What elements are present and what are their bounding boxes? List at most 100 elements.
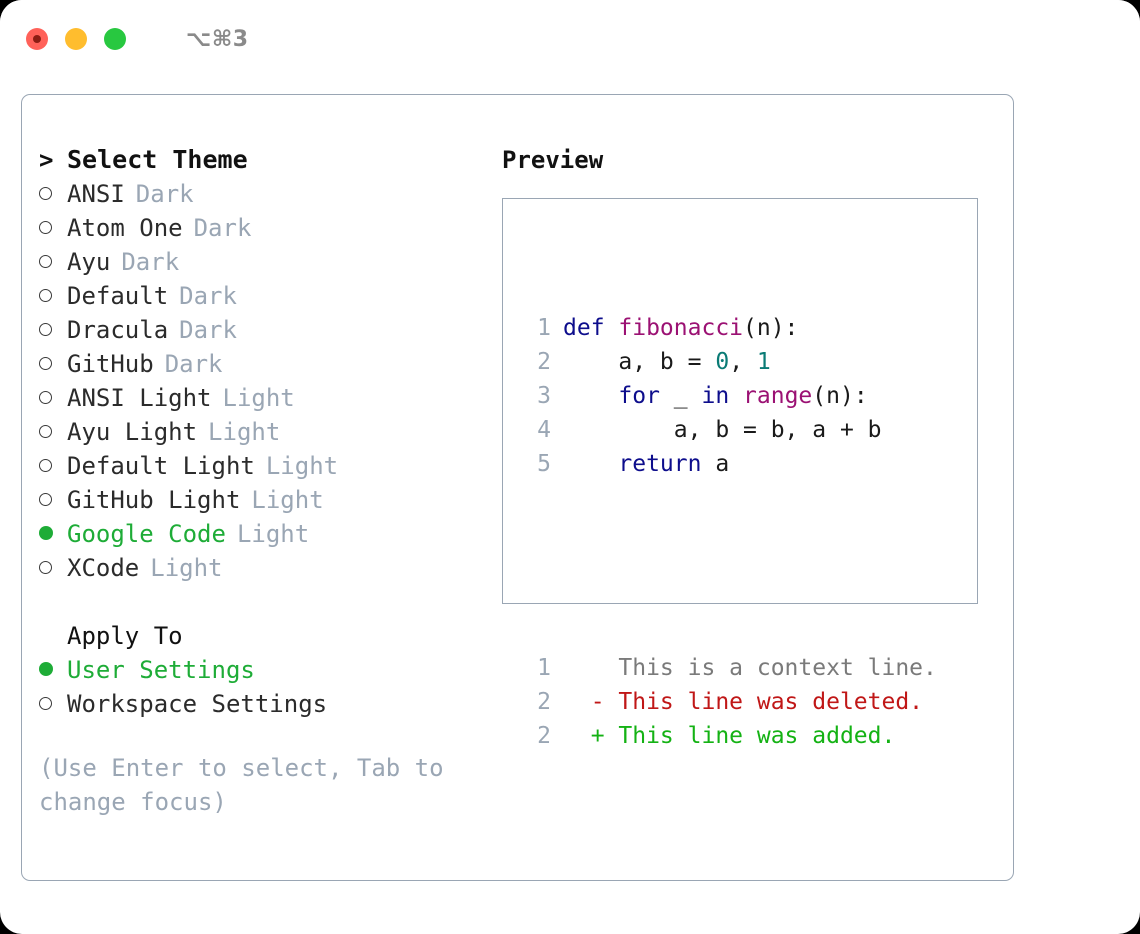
theme-name: Ayu xyxy=(67,248,111,276)
theme-option-github-light[interactable]: GitHub Light Light xyxy=(39,483,499,517)
code-text: a, b = 0, 1 xyxy=(563,345,771,379)
theme-name: Dracula xyxy=(67,316,169,344)
diff-line-ctx: 1 This is a context line. xyxy=(521,651,977,685)
close-button[interactable] xyxy=(26,28,48,50)
diff-text: This is a context line. xyxy=(563,655,937,681)
theme-name: ANSI xyxy=(67,180,125,208)
radio-unselected-icon xyxy=(39,391,67,404)
radio-unselected-icon xyxy=(39,561,67,574)
section-spacer xyxy=(39,585,499,619)
token-def: a, b = xyxy=(563,349,716,375)
apply-to-heading: Apply To xyxy=(39,619,499,653)
code-line: 2 a, b = 0, 1 xyxy=(521,345,977,379)
theme-name: Default xyxy=(67,282,169,310)
theme-name: GitHub Light xyxy=(67,486,241,514)
token-def xyxy=(729,383,743,409)
keyboard-hint-text: (Use Enter to select, Tab to change focu… xyxy=(39,754,444,816)
line-number: 4 xyxy=(537,417,551,443)
theme-option-default-light[interactable]: Default Light Light xyxy=(39,449,499,483)
token-kw: in xyxy=(701,383,730,409)
code-diff-spacer xyxy=(521,549,977,583)
theme-kind-badge: Dark xyxy=(121,248,180,276)
diff-text: + This line was added. xyxy=(563,723,896,749)
line-number: 1 xyxy=(537,315,551,341)
radio-unselected-icon xyxy=(39,289,67,302)
token-def: , xyxy=(729,349,757,375)
theme-name: Default Light xyxy=(67,452,255,480)
line-number: 2 xyxy=(537,723,551,749)
radio-unselected-icon xyxy=(39,187,67,200)
token-def: (n): xyxy=(743,315,799,341)
theme-name: XCode xyxy=(67,554,140,582)
diff-line-del: 2 - This line was deleted. xyxy=(521,685,977,719)
radio-dot xyxy=(39,526,53,540)
apply-to-option-workspace-settings[interactable]: Workspace Settings xyxy=(39,687,499,721)
caret-icon: > xyxy=(39,146,67,172)
radio-unselected-icon xyxy=(39,459,67,472)
theme-kind-badge: Dark xyxy=(193,214,252,242)
radio-dot xyxy=(39,493,52,506)
minimize-button[interactable] xyxy=(65,28,87,50)
theme-kind-badge: Dark xyxy=(179,316,237,344)
token-def: a, b = b, a + b xyxy=(563,417,882,443)
radio-dot xyxy=(39,357,52,370)
theme-kind-badge: Light xyxy=(150,554,223,582)
code-line: 3 for _ in range(n): xyxy=(521,379,977,413)
radio-unselected-icon xyxy=(39,493,67,506)
radio-unselected-icon xyxy=(39,697,67,710)
theme-option-atom-one[interactable]: Atom One Dark xyxy=(39,211,499,245)
line-number: 3 xyxy=(537,383,551,409)
token-fn: fibonacci xyxy=(618,315,744,341)
theme-kind-badge: Light xyxy=(251,486,324,514)
maximize-button[interactable] xyxy=(104,28,126,50)
theme-option-ansi[interactable]: ANSI Dark xyxy=(39,177,499,211)
token-kw: return xyxy=(563,451,702,477)
radio-dot xyxy=(39,391,52,404)
token-num: 1 xyxy=(756,349,771,375)
radio-dot xyxy=(39,697,52,710)
diff-text: - This line was deleted. xyxy=(563,689,924,715)
apply-to-option-label: User Settings xyxy=(67,656,255,684)
apply-to-option-label: Workspace Settings xyxy=(67,690,328,718)
code-line: 4 a, b = b, a + b xyxy=(521,413,977,447)
theme-name: Atom One xyxy=(67,214,183,242)
radio-selected-icon xyxy=(39,526,67,540)
theme-kind-badge: Light xyxy=(265,452,339,480)
theme-name: GitHub xyxy=(67,350,154,378)
token-def: a xyxy=(701,451,730,477)
code-text: for _ in range(n): xyxy=(563,379,867,413)
apply-to-option-user-settings[interactable]: User Settings xyxy=(39,653,499,687)
code-text: return a xyxy=(563,447,729,481)
theme-option-ayu[interactable]: Ayu Dark xyxy=(39,245,499,279)
radio-unselected-icon xyxy=(39,357,67,370)
radio-dot xyxy=(39,561,52,574)
theme-name: ANSI Light xyxy=(67,384,212,412)
title-bar: ⌥⌘3 xyxy=(0,0,1140,78)
theme-kind-badge: Dark xyxy=(135,180,194,208)
token-num: 0 xyxy=(715,349,730,375)
radio-unselected-icon xyxy=(39,323,67,336)
theme-kind-badge: Light xyxy=(208,418,281,446)
radio-dot xyxy=(39,187,52,200)
radio-dot xyxy=(39,289,52,302)
theme-option-dracula[interactable]: Dracula Dark xyxy=(39,313,499,347)
radio-selected-icon xyxy=(39,662,67,676)
code-line: 5 return a xyxy=(521,447,977,481)
diff-line-add: 2 + This line was added. xyxy=(521,719,977,753)
code-text: a, b = b, a + b xyxy=(563,413,882,447)
theme-option-xcode[interactable]: XCode Light xyxy=(39,551,499,585)
code-text: def fibonacci(n): xyxy=(563,311,798,345)
token-kw: def xyxy=(563,315,619,341)
radio-dot xyxy=(39,323,52,336)
preview-title: Preview xyxy=(502,146,604,174)
